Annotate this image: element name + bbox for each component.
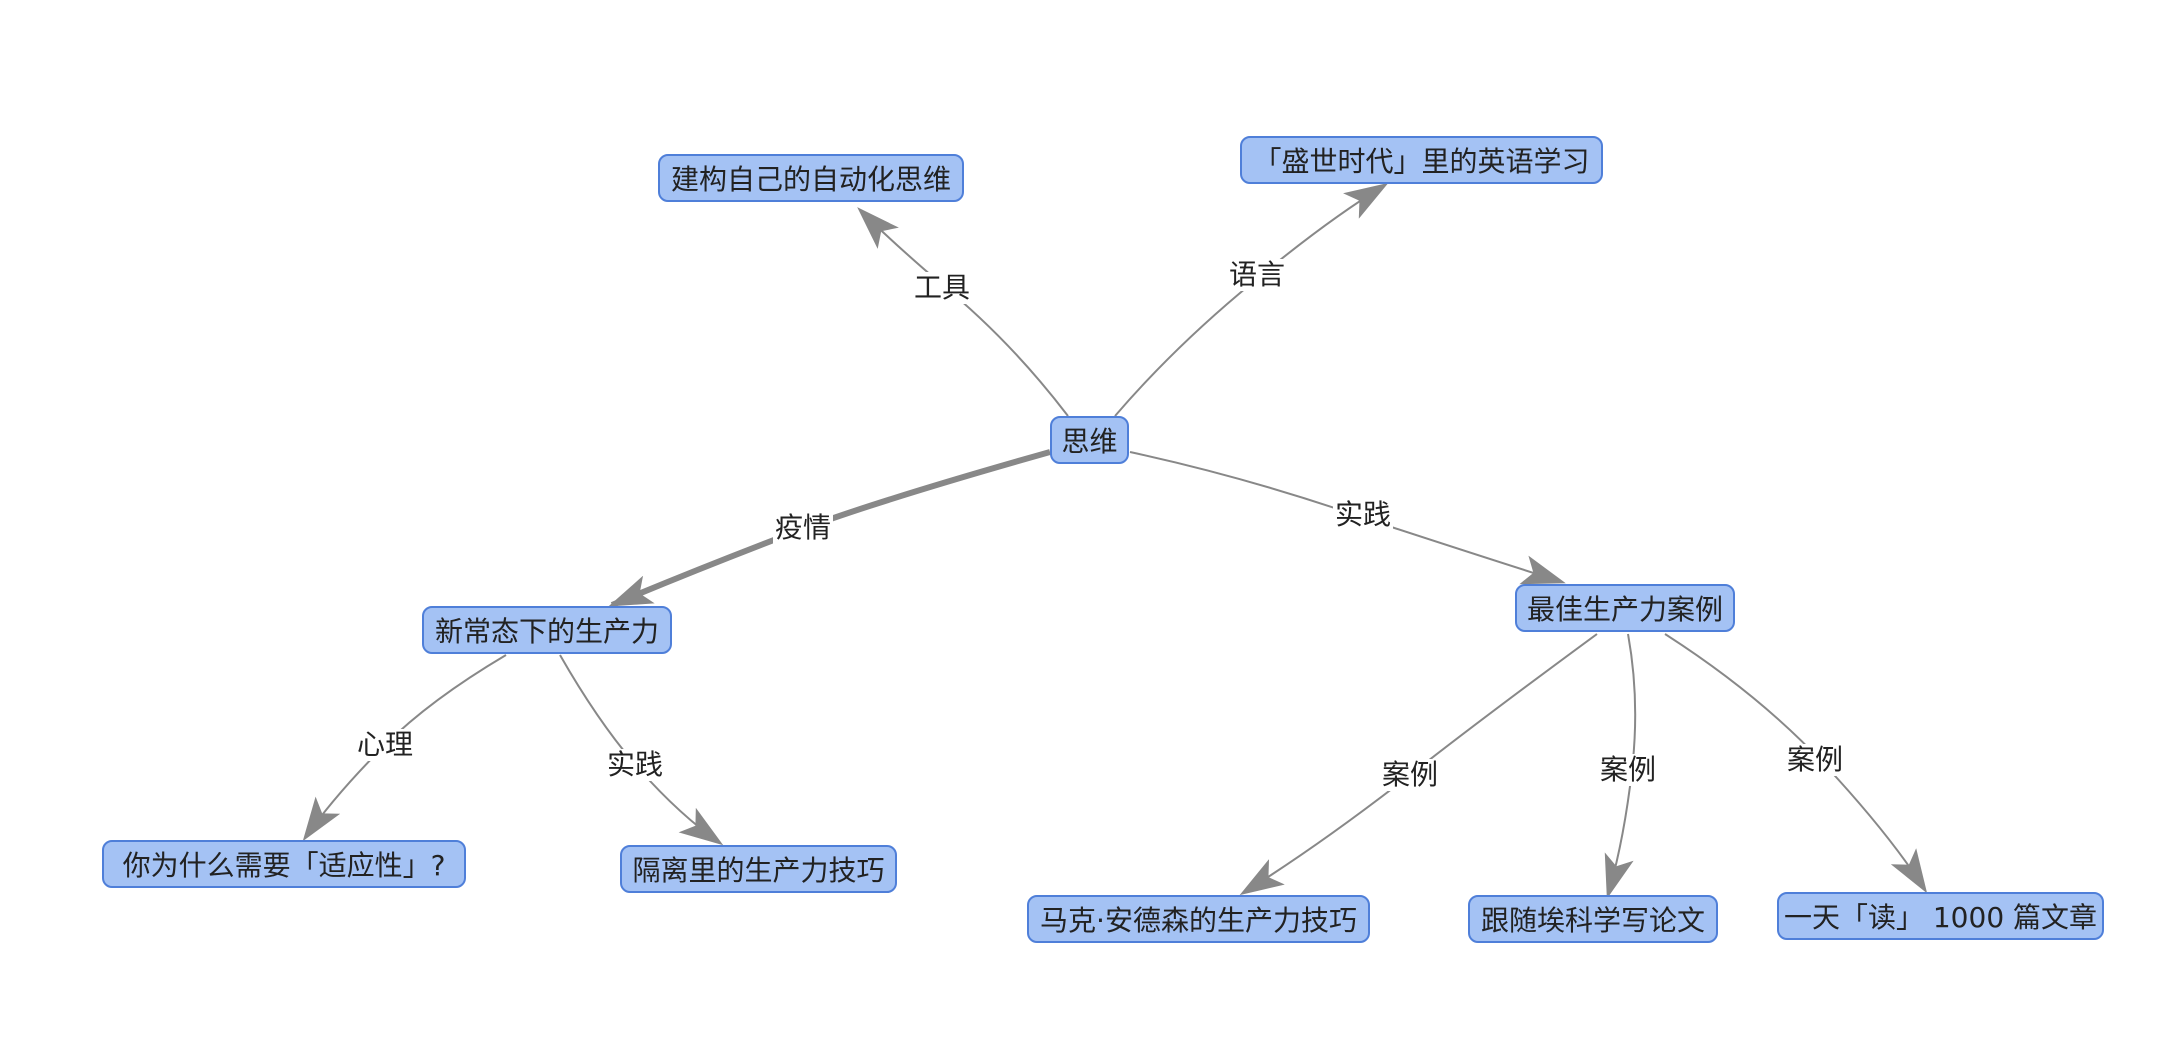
edge-label-case2: 案例	[1597, 753, 1659, 786]
edge-label-epidemic: 疫情	[772, 511, 834, 544]
node-adaptability[interactable]: 你为什么需要「适应性」?	[102, 840, 466, 888]
edge-label-case1: 案例	[1379, 758, 1441, 791]
node-quarantine-label: 隔离里的生产力技巧	[632, 854, 885, 887]
node-auto-thinking-label: 建构自己的自动化思维	[670, 163, 951, 196]
edge-label-tools: 工具	[911, 271, 973, 304]
node-adaptability-label: 你为什么需要「适应性」?	[122, 849, 446, 882]
node-root-label: 思维	[1061, 425, 1118, 458]
node-science[interactable]: 跟随埃科学写论文	[1468, 895, 1718, 943]
node-quarantine[interactable]: 隔离里的生产力技巧	[620, 845, 897, 893]
node-root[interactable]: 思维	[1050, 416, 1129, 464]
edge-label-practice-main: 实践	[1332, 498, 1394, 531]
node-english[interactable]: 「盛世时代」里的英语学习	[1240, 136, 1603, 184]
node-science-label: 跟随埃科学写论文	[1480, 904, 1705, 937]
node-marc[interactable]: 马克·安德森的生产力技巧	[1027, 895, 1370, 943]
node-best-cases-label: 最佳生产力案例	[1526, 593, 1723, 626]
node-auto-thinking[interactable]: 建构自己的自动化思维	[658, 154, 964, 202]
node-read-1000-label: 一天「读」 1000 篇文章	[1783, 901, 2098, 934]
edge-language	[1114, 182, 1389, 417]
node-best-cases[interactable]: 最佳生产力案例	[1515, 584, 1735, 632]
edge-label-psychology: 心理	[354, 728, 416, 761]
edge-label-practice-sub: 实践	[604, 748, 666, 781]
edge-tools	[857, 207, 1069, 417]
node-new-normal[interactable]: 新常态下的生产力	[422, 606, 672, 654]
node-english-label: 「盛世时代」里的英语学习	[1253, 145, 1590, 178]
node-new-normal-label: 新常态下的生产力	[434, 615, 659, 648]
node-marc-label: 马克·安德森的生产力技巧	[1040, 904, 1357, 937]
edge-label-language: 语言	[1226, 258, 1288, 291]
edge-label-case3: 案例	[1784, 743, 1846, 776]
node-read-1000[interactable]: 一天「读」 1000 篇文章	[1777, 892, 2104, 940]
